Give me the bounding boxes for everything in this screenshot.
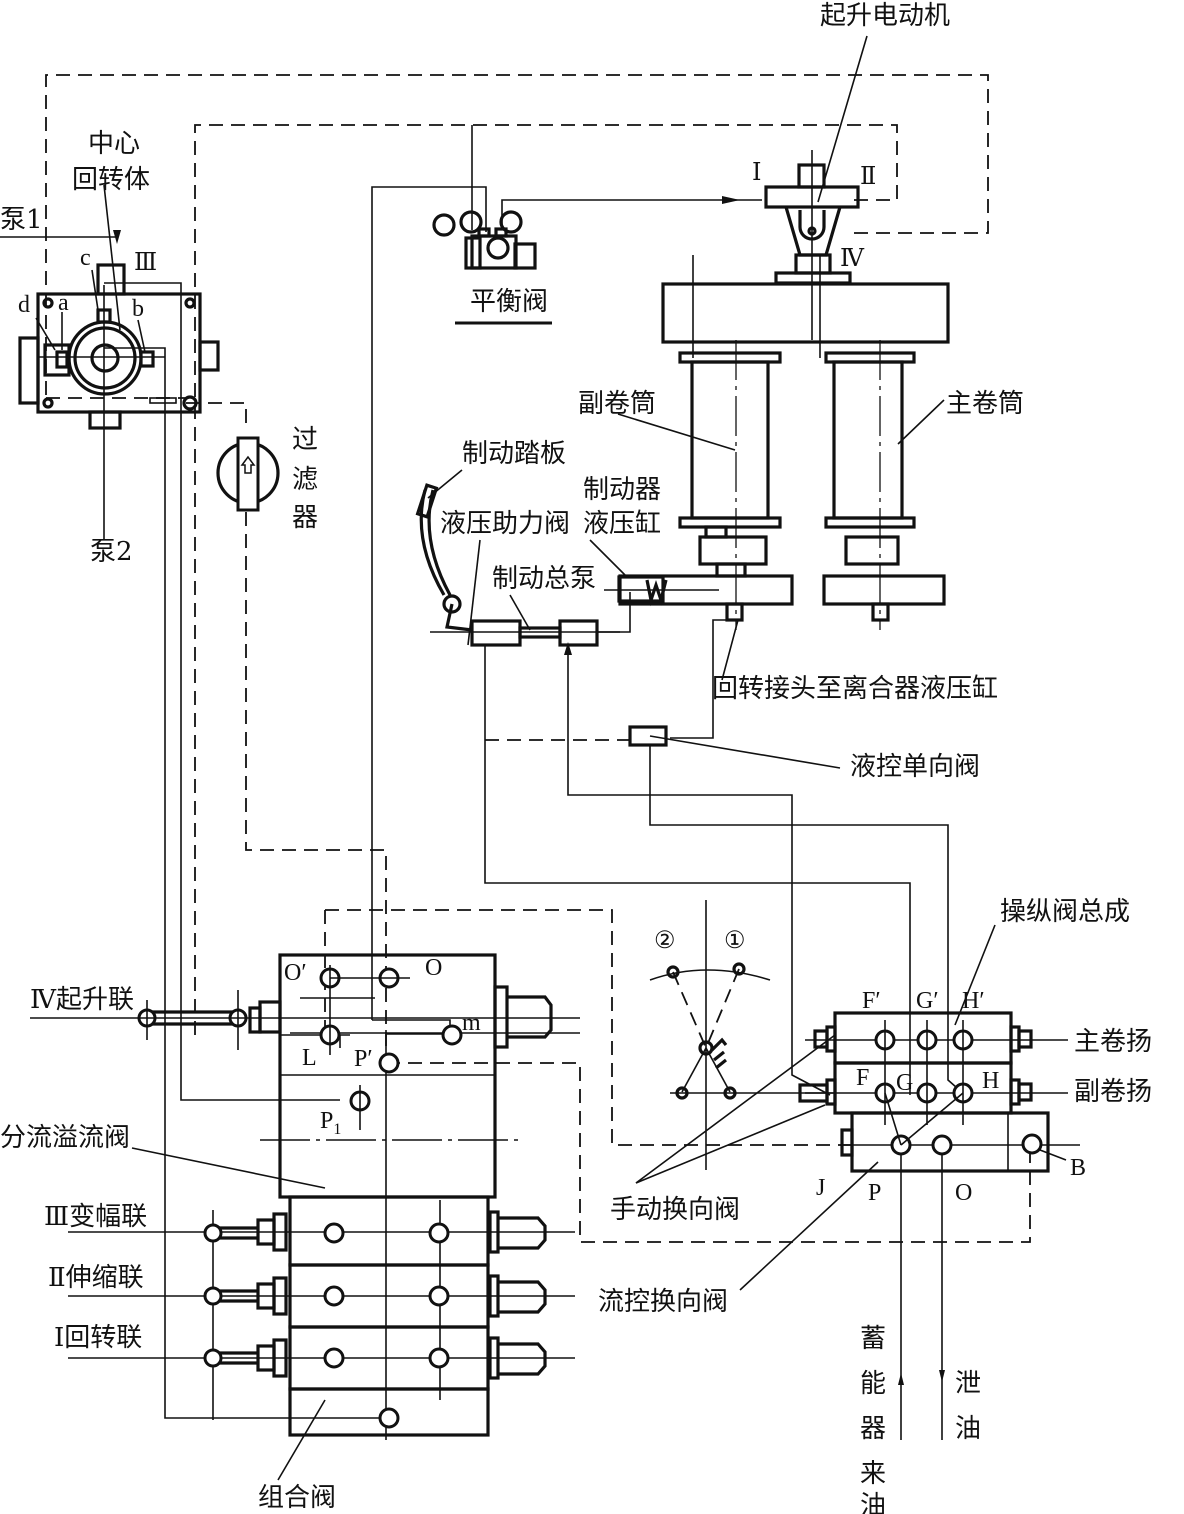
- hoist-motor-leader: [817, 35, 868, 203]
- brake-pedal-leader: [427, 469, 463, 499]
- ctrl-port-O: O: [955, 1180, 972, 1206]
- main-drum-leader: [897, 399, 945, 445]
- valve-section-I: [68, 1336, 575, 1380]
- swivel-port-III: Ⅲ: [134, 250, 157, 276]
- flow-control-valve-leader: [739, 1161, 879, 1291]
- ctrl-port-F-prime: F′: [862, 988, 881, 1014]
- flow-control-valve-label: 流控换向阀: [598, 1287, 728, 1317]
- accumulator-oil-in-label: 蓄 能 器 来 油: [860, 1324, 886, 1514]
- hoist-section-label: Ⅳ起升联: [30, 985, 134, 1015]
- ctrl-port-P: P: [868, 1180, 881, 1206]
- filter-label-2: 滤: [292, 465, 318, 495]
- brake-cylinder-label-1: 制动器: [583, 475, 661, 505]
- flow-divider-label: 分流溢流阀: [0, 1123, 130, 1153]
- combo-port-P1: P1: [320, 1108, 341, 1138]
- main-drum-label: 主卷筒: [946, 389, 1024, 419]
- balance-valve-label: 平衡阀: [470, 287, 548, 317]
- gearbox: [661, 255, 950, 358]
- manual-directional-valve-label: 手动换向阀: [610, 1195, 740, 1225]
- lever-position-1: ①: [724, 928, 746, 954]
- control-valve-assembly-leader: [954, 924, 996, 1026]
- telescoping-section-label: Ⅱ伸缩联: [48, 1263, 144, 1293]
- combo-port-L: L: [302, 1045, 317, 1071]
- swivel-port-a: a: [58, 290, 69, 316]
- pump1-label: 泵1: [0, 205, 43, 235]
- filter: [216, 436, 280, 512]
- ctrl-port-H: H: [982, 1068, 999, 1094]
- master-pump-label: 制动总泵: [492, 564, 596, 594]
- brake-cylinder-label-2: 液压缸: [583, 509, 661, 539]
- brake-cylinder: [604, 575, 719, 607]
- assist-valve-label: 液压助力阀: [440, 509, 570, 539]
- manual-valve-leader-2: [635, 1104, 826, 1184]
- pump2-label: 泵2: [90, 537, 133, 567]
- ctrl-port-J: J: [816, 1175, 825, 1201]
- accumulator-char-1: 蓄: [860, 1324, 886, 1354]
- ctrl-port-G: G: [896, 1070, 913, 1096]
- filter-label-3: 器: [292, 503, 318, 533]
- brake-cylinder-leader: [589, 539, 626, 576]
- luffing-section-label: Ⅲ变幅联: [44, 1202, 147, 1232]
- swivel-joint-leader: [721, 619, 739, 681]
- drain-char-2: 油: [955, 1414, 981, 1444]
- swivel-port-b: b: [132, 296, 144, 322]
- ctrl-port-B-leader: [1039, 1149, 1067, 1161]
- master-pump-leader: [509, 594, 531, 631]
- accumulator-char-5: 油: [860, 1491, 886, 1514]
- pilot-check-valve-label: 液控单向阀: [850, 752, 980, 782]
- flow-divider-leader: [131, 1147, 326, 1189]
- hoist-motor-label: 起升电动机: [820, 1, 950, 31]
- pilot-check-valve-leader: [649, 735, 841, 769]
- lever-linkage: [649, 900, 835, 1170]
- flow-arrows: [113, 196, 945, 1385]
- combo-port-O-prime: O′: [284, 960, 307, 986]
- main-drum: [822, 340, 946, 630]
- aux-hoist-label: 副卷扬: [1074, 1077, 1152, 1107]
- accumulator-char-3: 器: [860, 1414, 886, 1444]
- combo-port-O: O: [425, 955, 442, 981]
- filter-label-1: 过: [292, 425, 318, 455]
- combo-bottom-port: [378, 1407, 400, 1429]
- motor-port-II: Ⅱ: [860, 164, 876, 190]
- combo-port-P-prime: P′: [354, 1046, 373, 1072]
- valve-section-III: [68, 1210, 575, 1254]
- swivel-port-d: d: [18, 292, 30, 318]
- drain-char-1: 泄: [955, 1369, 981, 1399]
- ctrl-port-G-prime: G′: [916, 988, 939, 1014]
- central-swivel-body: [18, 184, 220, 430]
- manual-valve-leader-1: [635, 1034, 836, 1184]
- accumulator-char-2: 能: [860, 1369, 886, 1399]
- combination-valve-leader: [277, 1399, 326, 1481]
- combination-valve-label: 组合阀: [258, 1483, 336, 1513]
- balance-valve: [432, 210, 552, 325]
- motor-port-IV: Ⅳ: [840, 246, 865, 272]
- control-valve-assembly-label: 操纵阀总成: [1000, 897, 1130, 927]
- brake-pedal-assembly: [415, 483, 620, 647]
- swivel-port-c: c: [80, 245, 91, 271]
- brake-pedal-label: 制动踏板: [462, 439, 566, 469]
- pilot-check-valve: [628, 725, 668, 747]
- lever-position-2: ②: [654, 928, 676, 954]
- accumulator-char-4: 来: [860, 1459, 886, 1489]
- motor-port-I: Ⅰ: [752, 160, 761, 186]
- ctrl-port-B: B: [1070, 1155, 1086, 1181]
- slewing-section-label: Ⅰ回转联: [54, 1323, 142, 1353]
- ctrl-port-F: F: [856, 1065, 869, 1091]
- swivel-joint-label: 回转接头至离合器液压缸: [712, 674, 998, 704]
- valve-section-II: [68, 1274, 575, 1318]
- combo-port-m: m: [462, 1010, 481, 1036]
- drain-oil-label: 泄 油: [955, 1369, 981, 1444]
- assist-valve-leader: [467, 539, 481, 646]
- central-swivel-label-1: 中心: [88, 129, 140, 159]
- aux-drum-leader: [617, 413, 736, 451]
- central-swivel-label-2: 回转体: [72, 165, 150, 195]
- aux-drum-label: 副卷筒: [578, 389, 656, 419]
- control-valve-assembly: [798, 1011, 1080, 1173]
- main-hoist-label: 主卷扬: [1074, 1027, 1152, 1057]
